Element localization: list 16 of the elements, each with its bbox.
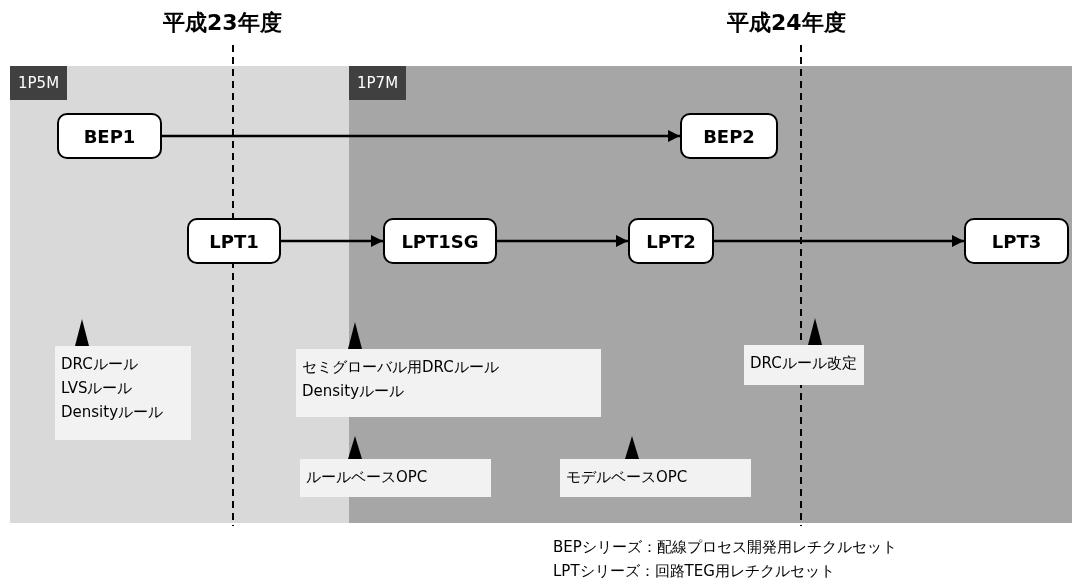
reticle-box: LPT1SG bbox=[383, 218, 497, 264]
reticle-box: LPT1 bbox=[187, 218, 281, 264]
band-label: 1P7M bbox=[349, 66, 407, 100]
reticle-box: BEP2 bbox=[680, 113, 778, 159]
band-label: 1P5M bbox=[10, 66, 68, 100]
year-label: 平成24年度 bbox=[727, 9, 846, 37]
year-label: 平成23年度 bbox=[163, 9, 282, 37]
reticle-box: LPT2 bbox=[628, 218, 714, 264]
arrow bbox=[497, 234, 628, 248]
reticle-box: LPT3 bbox=[964, 218, 1069, 264]
arrow bbox=[281, 234, 383, 248]
legend-text: BEPシリーズ：配線プロセス開発用レチクルセット bbox=[553, 538, 897, 557]
arrow bbox=[714, 234, 964, 248]
legend-text: LPTシリーズ：回路TEG用レチクルセット bbox=[553, 562, 835, 581]
reticle-box: BEP1 bbox=[57, 113, 162, 159]
arrow bbox=[162, 129, 680, 143]
